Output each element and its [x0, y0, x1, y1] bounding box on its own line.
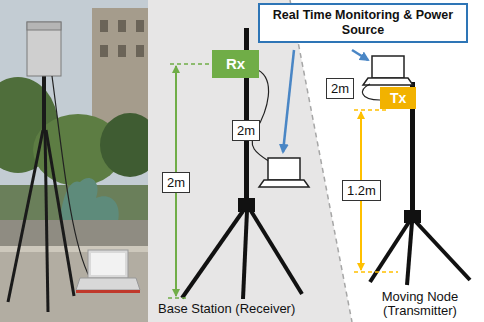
callout-box: Real Time Monitoring & Power Source — [258, 3, 468, 43]
tripod-leg — [251, 211, 302, 294]
receiver-box: Rx — [212, 50, 259, 78]
tripod-leg — [407, 222, 412, 285]
box-text: 2m — [331, 81, 349, 96]
photo-tripod — [42, 74, 46, 132]
panel-caption: Moving Node (Transmitter) — [360, 290, 480, 318]
transmitter-box: Tx — [380, 87, 416, 109]
callout-arrow — [283, 50, 294, 152]
tripod-leg — [243, 211, 247, 299]
laptop-screen — [268, 158, 300, 180]
dimension-extension — [170, 63, 212, 65]
base-station-panel — [148, 0, 352, 322]
photo-radio-box — [27, 22, 61, 76]
photo-tripod — [45, 130, 48, 312]
cable — [363, 84, 380, 100]
cable — [252, 70, 276, 166]
dimension-extension — [354, 109, 386, 111]
photo-window — [118, 20, 126, 32]
dimension-extension — [168, 297, 186, 299]
tripod-leg — [370, 222, 409, 282]
tripod-leg — [182, 211, 243, 298]
box-text: 2m — [237, 123, 255, 138]
callout-arrow — [352, 50, 368, 60]
laptop-screen — [372, 56, 404, 78]
photo-laptop-screen — [88, 250, 128, 278]
laptop-base — [259, 180, 309, 187]
photo-pavement — [0, 248, 148, 322]
photo-window — [100, 20, 108, 32]
dimension-extension — [354, 271, 398, 273]
tripod-clamp — [238, 198, 255, 212]
box-text: Tx — [390, 90, 406, 106]
photo-tripod — [46, 130, 74, 296]
dimension-label: 2m — [162, 172, 190, 193]
dimension-label: 2m — [326, 78, 354, 99]
tripod-leg — [416, 222, 470, 280]
box-text: Real Time Monitoring & Power Source — [266, 8, 460, 38]
laptop-base — [363, 78, 413, 85]
photo-tripod — [8, 130, 43, 302]
box-text: 2m — [167, 175, 185, 190]
box-text: Rx — [226, 55, 245, 73]
photo-laptop-display — [91, 253, 125, 275]
dimension-label: 2m — [232, 120, 260, 141]
photo-cable — [52, 76, 90, 278]
photo-window — [100, 45, 108, 57]
box-text: 1.2m — [347, 183, 376, 198]
dimension-label: 1.2m — [342, 180, 381, 201]
photo-window — [136, 45, 144, 57]
photo-building — [92, 8, 148, 133]
photo-laptop-base — [76, 278, 140, 290]
panel-caption: Base Station (Receiver) — [158, 302, 295, 316]
photo-radio-lid — [27, 22, 61, 30]
photo-window — [118, 45, 126, 57]
photo-window — [136, 20, 144, 32]
tripod-clamp — [404, 210, 421, 223]
photo-laptop-edge — [76, 290, 140, 293]
